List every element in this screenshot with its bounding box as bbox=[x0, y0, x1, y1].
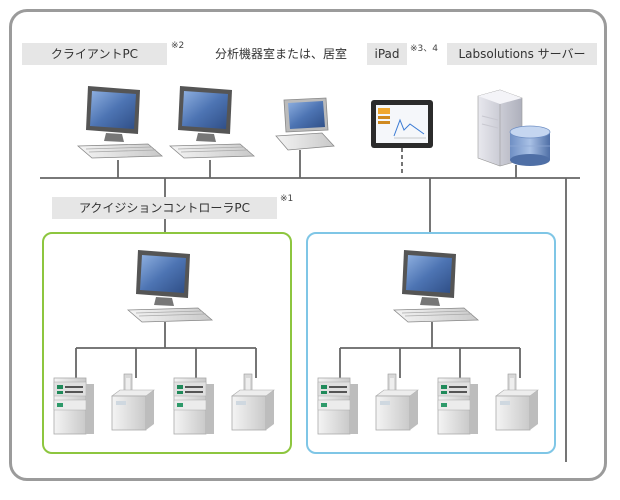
client-pc-note: ※2 bbox=[171, 41, 185, 51]
laptop-icon bbox=[275, 97, 335, 151]
location-label: 分析機器室または、居室 bbox=[214, 47, 347, 61]
ipad-note: ※3、4 bbox=[410, 44, 438, 54]
acquisition-pc-label: アクイジションコントローラPC bbox=[52, 197, 277, 219]
server-label: Labsolutions サーバー bbox=[447, 43, 597, 65]
tablet-icon bbox=[371, 100, 433, 148]
database-icon bbox=[509, 125, 551, 166]
acquisition-pc-note: ※1 bbox=[280, 194, 294, 204]
client-pc-label: クライアントPC bbox=[22, 43, 167, 65]
ipad-label: iPad bbox=[367, 43, 407, 65]
